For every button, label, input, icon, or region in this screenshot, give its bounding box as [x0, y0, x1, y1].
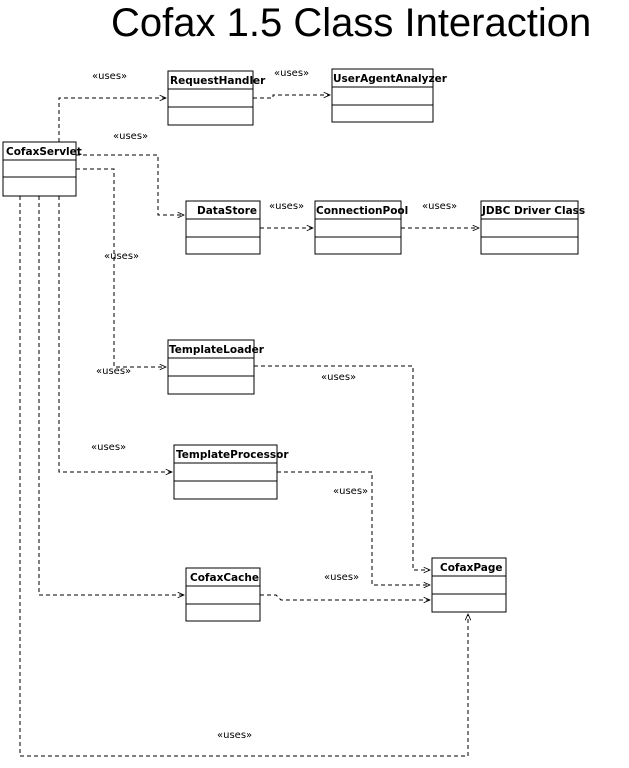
uses-label: «uses» — [422, 201, 457, 212]
class-connectionpool: ConnectionPool — [314, 200, 408, 255]
class-templateloader: TemplateLoader — [167, 339, 265, 395]
uses-label: «uses» — [274, 68, 309, 79]
class-templateprocessor: TemplateProcessor — [173, 444, 289, 500]
dependency-servlet-templateprocessor — [58, 196, 172, 472]
uses-label: «uses» — [96, 366, 131, 377]
uses-label: «uses» — [113, 131, 148, 142]
class-useragentanalyzer: UserAgentAnalyzer — [331, 68, 448, 123]
class-cofaxservlet: CofaxServlet — [2, 141, 82, 197]
dependency-servlet-cofaxpage — [19, 196, 468, 757]
class-name: CofaxPage — [440, 562, 502, 574]
dependency-cofaxcache-cofaxpage — [260, 594, 430, 600]
class-name: JDBC Driver Class — [481, 205, 585, 217]
class-name: DataStore — [197, 205, 257, 217]
class-datastore: DataStore — [185, 200, 261, 255]
class-cofaxpage: CofaxPage — [431, 557, 507, 613]
class-name: TemplateProcessor — [176, 449, 289, 461]
uses-label: «uses» — [104, 251, 139, 262]
uses-label: «uses» — [91, 442, 126, 453]
dependency-servlet-requesthandler — [58, 98, 166, 142]
diagram-title: Cofax 1.5 Class Interaction — [111, 1, 591, 45]
dependency-servlet-templateloader — [76, 168, 166, 367]
dependency-servlet-cofaxcache — [38, 196, 184, 595]
uses-label: «uses» — [269, 201, 304, 212]
class-jdbc-driver: JDBC Driver Class — [480, 200, 585, 255]
uses-label: «uses» — [333, 486, 368, 497]
uses-label: «uses» — [217, 730, 252, 741]
uses-label: «uses» — [324, 572, 359, 583]
class-cofaxcache: CofaxCache — [185, 567, 261, 622]
class-name: UserAgentAnalyzer — [333, 73, 448, 85]
dependency-templateloader-cofaxpage — [254, 365, 430, 570]
dependency-requesthandler-useragentanalyzer — [253, 95, 330, 99]
dependency-servlet-datastore — [76, 154, 184, 215]
uses-label: «uses» — [92, 71, 127, 82]
class-name: ConnectionPool — [316, 205, 408, 217]
class-requesthandler: RequestHandler — [167, 70, 266, 126]
class-name: CofaxCache — [190, 572, 259, 584]
uses-label: «uses» — [321, 372, 356, 383]
class-name: TemplateLoader — [169, 344, 265, 356]
class-name: CofaxServlet — [6, 146, 82, 158]
class-name: RequestHandler — [170, 75, 266, 87]
